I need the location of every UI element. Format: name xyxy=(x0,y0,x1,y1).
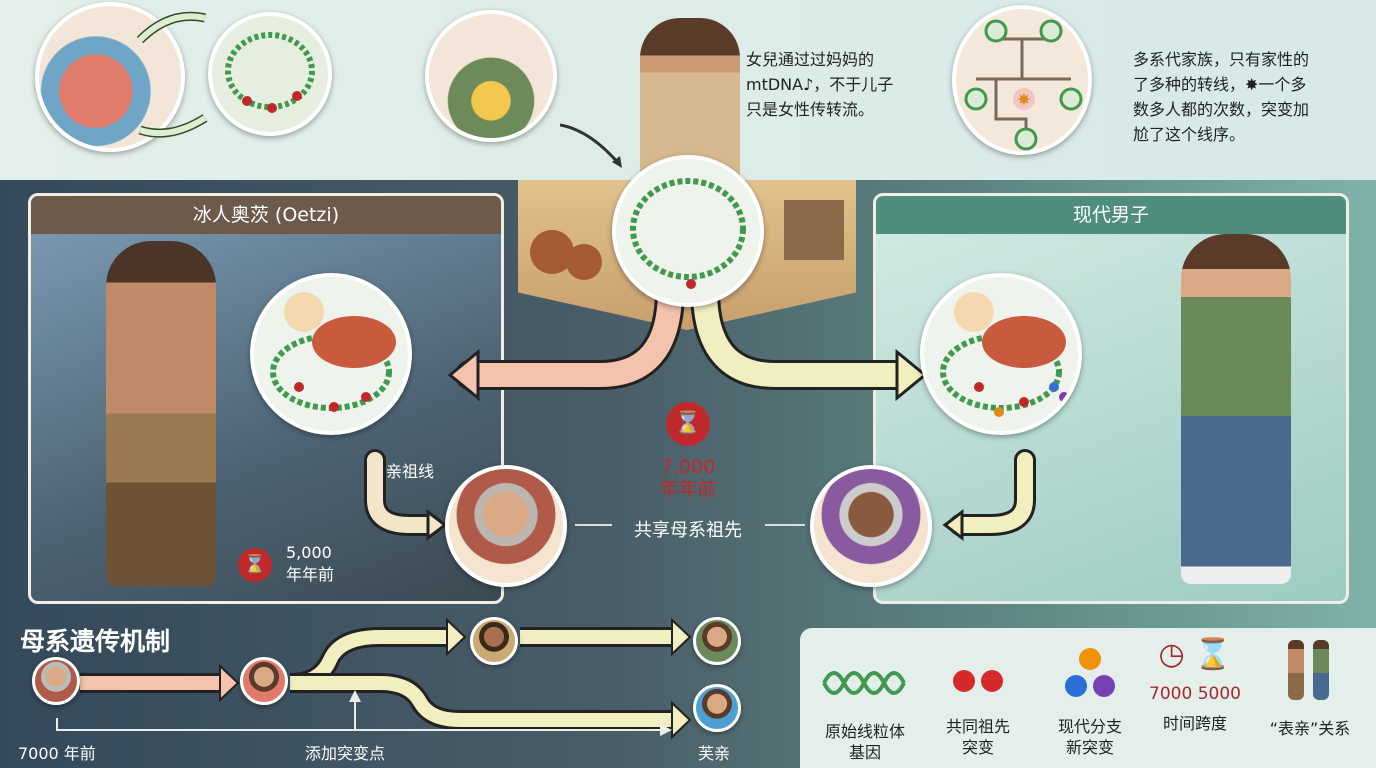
clock-hourglass-icon: ◷ ⌛ xyxy=(1158,637,1232,672)
text-line: 数多人都的次数，突变加 xyxy=(1133,100,1310,119)
family-tree-icon: ✸ xyxy=(952,5,1092,155)
timeline-daughter xyxy=(470,617,518,665)
timeline-mother xyxy=(240,657,288,705)
oetzi-figure xyxy=(106,241,216,586)
legend-label: 新突变 xyxy=(1065,738,1114,757)
figures-icon xyxy=(1255,640,1365,702)
legend-item-common-mutation: 共同祖先突变 xyxy=(928,628,1028,758)
ancestral-mtdna-circle xyxy=(612,155,764,307)
text-line: 只是女性传转流。 xyxy=(746,100,875,119)
family-mutation-text: 多系代家族，只有家性的 了多种的转线，✸一个多 数多人都的次数，突变加 尬了这个… xyxy=(1133,47,1309,147)
oetzi-time-label: 5,000 年年前 xyxy=(286,542,334,586)
colored-dots-icon xyxy=(1040,648,1140,700)
oetzi-mtdna-circle xyxy=(250,273,412,435)
legend-item-dna: 原始线粒体基因 xyxy=(810,628,920,763)
legend-label: “表亲”关系 xyxy=(1269,719,1351,738)
red-dots-icon xyxy=(928,670,1028,700)
ancestor-woman-left xyxy=(445,465,567,587)
legend-item-new-mutation: 现代分支新突变 xyxy=(1040,628,1140,758)
grandparents-family-illustration xyxy=(425,10,557,142)
mutation-point-label: 添加突变点 xyxy=(305,744,386,763)
timeline-cousin xyxy=(693,684,741,732)
mechanism-flow xyxy=(56,617,692,740)
shared-ancestor-label: 共享母系祖先 xyxy=(634,520,742,541)
ancestral-line-label: 先亲祖线 xyxy=(370,462,435,481)
time-unit: 年年前 xyxy=(659,478,717,500)
legend-label: 现代分支 xyxy=(1057,717,1122,736)
modern-mtdna-circle xyxy=(920,273,1082,435)
time-unit: 年年前 xyxy=(286,565,335,584)
modern-man-figure xyxy=(1181,234,1291,584)
arrow-to-village xyxy=(560,123,622,168)
hourglass-icon: ⌛ xyxy=(666,402,710,446)
pot-icon xyxy=(566,244,602,280)
ancestor-woman-right xyxy=(810,465,932,587)
legend-label: 基因 xyxy=(848,743,881,762)
legend: 原始线粒体基因 共同祖先突变 现代分支新突变 ◷ ⌛ 7000 5000 时间跨… xyxy=(800,628,1376,768)
timeline-end-label: 芙亲 xyxy=(698,744,731,763)
time-value: 5000 xyxy=(1197,684,1241,704)
legend-label: 突变 xyxy=(961,738,994,757)
text-line: 了多种的转线，✸一个多 xyxy=(1133,75,1307,94)
modern-man-title: 现代男子 xyxy=(876,196,1346,234)
text-line: 尬了这个线序。 xyxy=(1133,125,1246,144)
legend-label: 原始线粒体 xyxy=(824,722,905,741)
timeline-grandmother xyxy=(32,657,80,705)
hourglass-icon: ⌛ xyxy=(238,548,272,582)
svg-text:✸: ✸ xyxy=(1017,90,1030,109)
legend-item-cousin: “表亲”关系 xyxy=(1255,628,1365,739)
daughter-inheritance-text: 女兒通过过妈妈的 mtDNA♪，不于儿子 只是女性传转流。 xyxy=(746,47,893,122)
mechanism-title: 母系遗传机制 xyxy=(20,627,171,656)
timeline-modern-man xyxy=(693,617,741,665)
time-value: 7000 xyxy=(1149,684,1193,704)
oetzi-title: 冰人奥茨 (Oetzi) xyxy=(31,196,501,234)
text-line: mtDNA♪，不于儿子 xyxy=(746,75,894,94)
hut-icon xyxy=(784,200,844,260)
dna-icon xyxy=(822,671,906,695)
inheritance-arrows xyxy=(136,11,208,138)
text-line: 女兒通过过妈妈的 xyxy=(746,50,875,69)
modern-man-panel: 现代男子 xyxy=(873,193,1349,604)
legend-item-time-span: ◷ ⌛ 7000 5000 时间跨度 xyxy=(1140,628,1250,734)
text-line: 多系代家族，只有家性的 xyxy=(1133,50,1310,69)
timeline-start-label: 7000 年前 xyxy=(18,744,96,763)
legend-label: 时间跨度 xyxy=(1162,714,1227,733)
time-value: 5,000 xyxy=(286,543,332,562)
mtdna-ring-icon xyxy=(208,12,332,136)
legend-label: 共同祖先 xyxy=(945,717,1010,736)
time-value: 7,000 xyxy=(660,456,716,478)
